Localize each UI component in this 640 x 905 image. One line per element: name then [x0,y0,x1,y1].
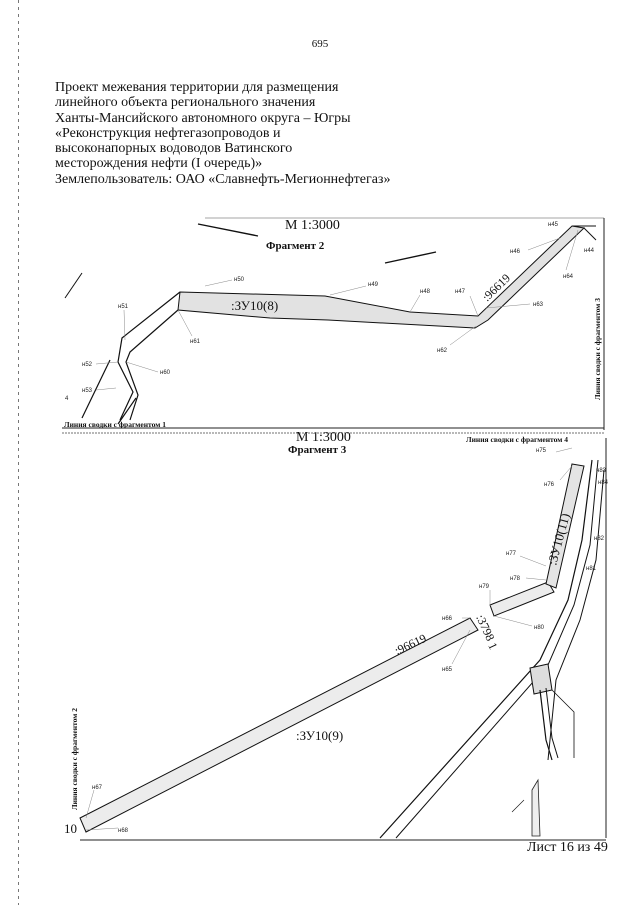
heading-line: «Реконструкция нефтегазопроводов и [55,125,281,141]
point-label: н81 [586,566,597,572]
road-line [551,689,575,758]
point-label: н75 [536,448,547,454]
point-label: н48 [420,289,431,295]
point-label: н78 [510,576,521,582]
fragment3-frame [80,438,607,841]
road-line [547,469,605,761]
plot-segment-79-80 [489,581,555,617]
map-feature-line [511,799,525,813]
page-left-margin-line [18,0,19,905]
edge-number: 4 [65,396,69,402]
point-label: н50 [234,277,245,283]
point-label: н62 [437,348,448,354]
point-label: н65 [442,667,453,673]
junction-line-label: Линия сводки с фрагментом 2 [70,708,79,810]
plot-zu10-8 [177,225,586,329]
point-label: н82 [594,536,605,542]
point-label: н45 [548,222,559,228]
point-label: н46 [510,249,521,255]
point-label: н44 [584,248,595,254]
map-feature-line [64,272,83,299]
fragment2-linework [64,223,597,425]
road-line [379,459,593,839]
fragment3-title: Фрагмент 3 [288,444,347,456]
point-label: н68 [118,828,129,834]
point-label: н64 [563,274,574,280]
heading-line: линейного объекта регионального значения [55,95,316,111]
plot-label: :ЗУ10(11) [544,512,572,567]
fragment2-frame [62,217,605,434]
heading-line: месторождения нефти (I очередь)» [55,156,263,172]
plot-label: :ЗУ10(9) [296,728,343,743]
page-number: 695 [311,38,329,50]
document-heading: Проект межевания территории для размещен… [55,80,475,187]
junction-line-label: Линия сводки с фрагментом 3 [593,298,602,400]
edge-number: 10 [64,821,77,836]
sheet-number: Лист 16 из 49 [527,840,608,855]
map-structure [531,778,541,837]
point-label: н76 [544,482,555,488]
fragment2-labels: :ЗУ10(8) :96619 н45 н44 н46 н64 н50 н49 … [64,222,602,429]
map-feature-line [384,251,437,264]
road-line [395,459,599,839]
point-label: н84 [598,480,609,486]
point-label: н66 [442,616,453,622]
point-label: н63 [533,302,544,308]
heading-line: Землепользователь: ОАО «Славнефть-Мегион… [55,171,391,187]
map-feature-line [197,223,259,237]
road-line [545,687,559,759]
point-label: н80 [534,625,545,631]
fragment2-scale: М 1:3000 [285,218,340,233]
point-label: н47 [455,289,466,295]
junction-line-label: Линия сводки с фрагментом 4 [466,435,568,444]
point-label: н61 [190,339,201,345]
plot-label: :ЗУ10(8) [231,298,278,313]
fragment2-title: Фрагмент 2 [266,240,325,252]
corridor-right-edge [125,309,179,421]
plot-zu10-9 [79,617,479,833]
map-feature-line [117,397,137,425]
map-feature-line [81,359,111,419]
heading-line: Проект межевания территории для размещен… [55,80,339,95]
heading-line: высоконапорных водоводов Ватинского [55,141,293,157]
plot-zu10-11 [545,463,585,589]
point-label: н60 [160,370,171,376]
heading-line: Ханты-Мансийского автономного округа – Ю… [55,110,351,126]
point-label: н53 [82,388,93,394]
road-line [539,689,553,761]
point-label: н52 [82,362,93,368]
fragment3-scale: М 1:3000 [296,430,351,445]
fragment3-linework [79,447,605,839]
map-feature-line [583,227,597,241]
point-label: н51 [118,304,129,310]
junction-line-label: Линия сводки с фрагментом 1 [64,420,166,429]
corridor-left-edge [117,291,181,421]
point-label: н77 [506,551,517,557]
point-label: н67 [92,785,103,791]
cadastral-number-tail: 1 [485,640,500,651]
point-label: н83 [596,468,607,474]
fragment3-labels: :ЗУ10(9) :ЗУ10(11) :96619 :3798 1 н75 н7… [64,435,609,836]
point-label: н49 [368,282,379,288]
map-structure [529,663,553,695]
point-label: н79 [479,584,490,590]
